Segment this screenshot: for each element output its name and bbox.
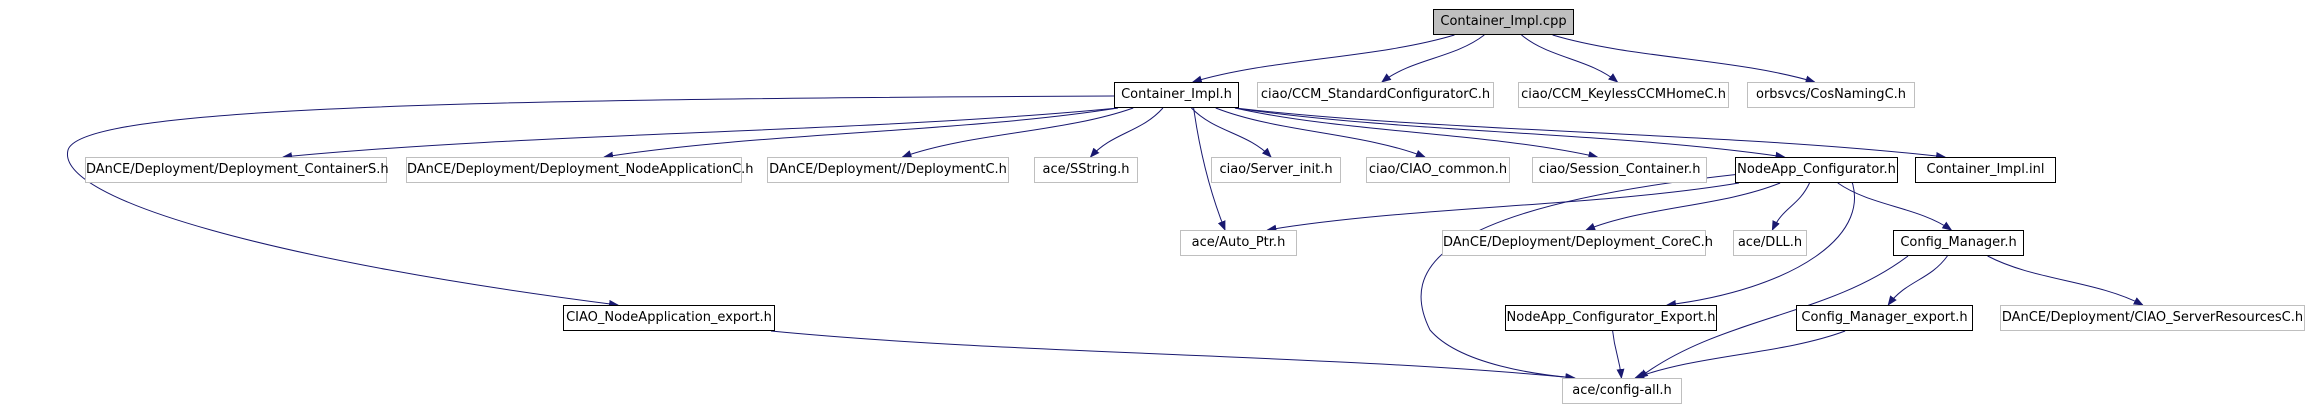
edge-n12-n17 xyxy=(1837,182,1953,231)
node-deployment-nodeapplicationc-h: DAnCE/Deployment/Deployment_NodeApplicat… xyxy=(406,157,754,183)
node-container-impl-cpp[interactable]: Container_Impl.cpp xyxy=(1433,9,1574,35)
node-deploymentc-h: DAnCE/Deployment//DeploymentC.h xyxy=(767,157,1009,183)
edge-n0-n3 xyxy=(1521,34,1619,83)
node-session-container-h: ciao/Session_Container.h xyxy=(1532,157,1707,183)
node-container-impl-h[interactable]: Container_Impl.h xyxy=(1114,82,1239,108)
node-config-manager-h[interactable]: Config_Manager.h xyxy=(1893,230,2024,256)
node-cosnamingc-h: orbsvcs/CosNamingC.h xyxy=(1747,82,1915,108)
edge-n20-n22 xyxy=(1634,330,1846,379)
edge-n1-n18 xyxy=(67,95,1115,308)
node-container-impl-inl[interactable]: Container_Impl.inl xyxy=(1915,157,2056,183)
node-sstring-h: ace/SString.h xyxy=(1034,157,1138,183)
edge-n1-n12 xyxy=(1234,107,1786,160)
edge-n0-n1 xyxy=(1191,34,1455,84)
node-nodeapp-configurator-export-h[interactable]: NodeApp_Configurator_Export.h xyxy=(1505,305,1717,331)
edge-n1-n9 xyxy=(1191,107,1272,158)
edge-n1-n6 xyxy=(603,107,1119,160)
node-ciao-common-h: ciao/CIAO_common.h xyxy=(1366,157,1510,183)
edge-n1-n11 xyxy=(1234,107,1599,159)
node-nodeapp-configurator-h[interactable]: NodeApp_Configurator.h xyxy=(1735,157,1898,183)
node-server-init-h: ciao/Server_init.h xyxy=(1211,157,1341,183)
node-deployment-containers-h: DAnCE/Deployment/Deployment_ContainerS.h xyxy=(85,157,389,183)
edge-n12-n19 xyxy=(1666,171,1855,308)
edge-n1-n7 xyxy=(901,107,1134,158)
edge-n18-n22 xyxy=(770,330,1576,382)
node-ciao-nodeapplication-export-h[interactable]: CIAO_NodeApplication_export.h xyxy=(563,305,775,331)
edge-n1-n5 xyxy=(282,107,1119,161)
node-ciao-serverresourcesc-h: DAnCE/Deployment/CIAO_ServerResourcesC.h xyxy=(2000,305,2305,331)
node-ccm-standardconfiguratorc-h: ciao/CCM_StandardConfiguratorC.h xyxy=(1257,82,1494,108)
edge-n1-n14 xyxy=(1191,95,1226,231)
edge-n1-n13 xyxy=(1234,107,1947,160)
edge-n12-n15 xyxy=(1585,182,1781,231)
edge-n1-n10 xyxy=(1215,107,1426,158)
edge-n19-n22 xyxy=(1612,330,1625,379)
node-deployment-corec-h: DAnCE/Deployment/Deployment_CoreC.h xyxy=(1442,230,1713,256)
edge-n12-n16 xyxy=(1771,182,1810,231)
node-ccm-keylessccmhomec-h: ciao/CCM_KeylessCCMHomeC.h xyxy=(1518,82,1729,108)
node-dll-h: ace/DLL.h xyxy=(1733,230,1807,256)
edge-n0-n2 xyxy=(1381,34,1485,83)
edge-n12-n14 xyxy=(1266,182,1740,233)
node-config-manager-export-h[interactable]: Config_Manager_export.h xyxy=(1796,305,1973,331)
node-auto-ptr-h: ace/Auto_Ptr.h xyxy=(1180,230,1297,256)
edge-n17-n21 xyxy=(1987,255,2144,306)
edge-n12-n22 xyxy=(1420,171,1761,382)
edge-n1-n8 xyxy=(1089,107,1164,158)
edge-n17-n22 xyxy=(1638,255,1909,379)
edge-n17-n20 xyxy=(1887,255,1948,306)
edge-n0-n4 xyxy=(1552,34,1816,84)
node-config-all-h: ace/config-all.h xyxy=(1562,378,1682,404)
